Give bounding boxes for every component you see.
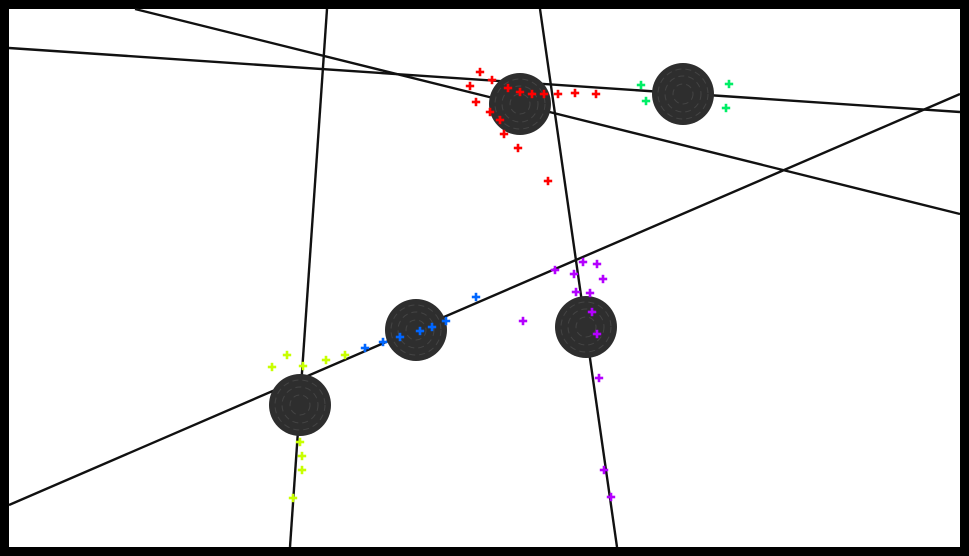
purple-marker-9 — [587, 307, 597, 317]
yellow-marker-9 — [288, 493, 298, 503]
purple-marker-1 — [578, 257, 588, 267]
red-marker-9 — [570, 88, 580, 98]
line-1 — [8, 46, 961, 114]
purple-marker-12 — [599, 465, 609, 475]
line-5 — [538, 8, 619, 548]
purple-marker-2 — [592, 259, 602, 269]
blob-2 — [652, 63, 714, 125]
red-marker-16 — [543, 176, 553, 186]
purple-marker-11 — [594, 373, 604, 383]
blue-marker-1 — [471, 292, 481, 302]
red-marker-13 — [495, 115, 505, 125]
red-marker-10 — [591, 89, 601, 99]
red-marker-6 — [527, 89, 537, 99]
green-marker-3 — [641, 96, 651, 106]
yellow-marker-3 — [298, 361, 308, 371]
purple-marker-6 — [571, 287, 581, 297]
purple-marker-10 — [592, 329, 602, 339]
purple-marker-5 — [598, 274, 608, 284]
yellow-marker-7 — [297, 451, 307, 461]
green-marker-4 — [721, 103, 731, 113]
blue-marker-4 — [415, 326, 425, 336]
blob-4 — [555, 296, 617, 358]
purple-marker-3 — [550, 265, 560, 275]
red-marker-3 — [487, 75, 497, 85]
red-marker-2 — [465, 81, 475, 91]
blob-5 — [269, 374, 331, 436]
blue-marker-5 — [395, 332, 405, 342]
purple-marker-7 — [585, 288, 595, 298]
red-marker-12 — [485, 107, 495, 117]
yellow-marker-2 — [267, 362, 277, 372]
canvas-background — [9, 9, 960, 547]
yellow-marker-4 — [321, 355, 331, 365]
purple-marker-4 — [569, 269, 579, 279]
red-marker-5 — [515, 87, 525, 97]
red-marker-14 — [499, 129, 509, 139]
blue-marker-3 — [427, 322, 437, 332]
purple-marker-8 — [518, 316, 528, 326]
blue-marker-6 — [378, 337, 388, 347]
line-4 — [288, 8, 329, 548]
yellow-marker-1 — [282, 350, 292, 360]
yellow-marker-6 — [295, 437, 305, 447]
yellow-marker-5 — [340, 350, 350, 360]
yellow-marker-8 — [297, 465, 307, 475]
purple-marker-13 — [606, 492, 616, 502]
blob-1 — [489, 73, 551, 135]
line-3 — [8, 92, 961, 507]
red-marker-8 — [553, 89, 563, 99]
green-marker-2 — [724, 79, 734, 89]
blue-marker-7 — [360, 343, 370, 353]
marker-layer — [267, 67, 734, 503]
green-marker-1 — [636, 80, 646, 90]
red-marker-7 — [539, 89, 549, 99]
red-marker-1 — [475, 67, 485, 77]
red-marker-4 — [503, 83, 513, 93]
blue-marker-2 — [441, 316, 451, 326]
red-marker-15 — [513, 143, 523, 153]
red-marker-11 — [471, 97, 481, 107]
